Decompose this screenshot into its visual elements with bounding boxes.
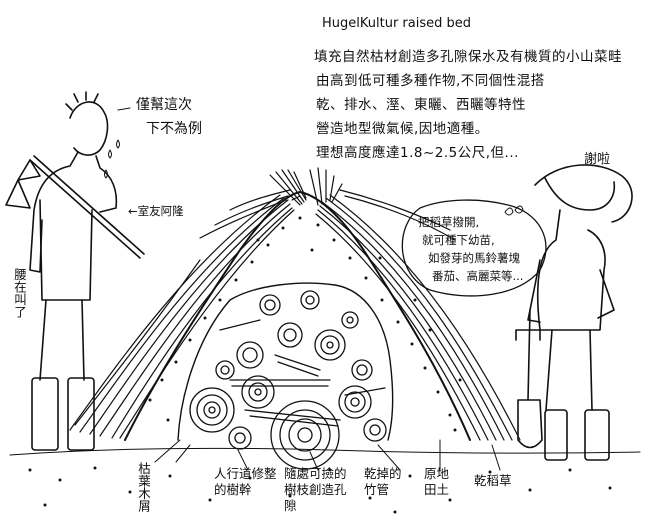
waist-note: 腰在叫了: [12, 268, 26, 348]
sweat-drops: [105, 140, 120, 178]
description-line-4: 營造地型微氣候,因地適種。: [316, 118, 489, 140]
description-line-1: 填充自然枯材創造多孔隙保水及有機質的小山菜畦: [314, 46, 622, 68]
bubble-line-3: 如發芽的馬鈴薯塊: [428, 250, 520, 266]
right-speech: 謝啦: [584, 148, 610, 167]
label-bamboo: 乾掉的竹管: [364, 466, 404, 498]
logs: [190, 291, 386, 469]
bubble-line-2: 就可種下幼苗,: [422, 232, 495, 248]
description-line-2: 由高到低可種多種作物,不同個性混搭: [316, 70, 545, 92]
roommate-label: ←室友阿隆: [128, 203, 184, 219]
label-soil: 原地田土: [424, 466, 454, 498]
label-branches: 隨處可撿的樹枝創造孔隙: [284, 466, 354, 514]
description-line-5: 理想高度應達1.8~2.5公尺,但...: [316, 142, 519, 164]
straw-bundle-top-right: [310, 168, 342, 205]
left-speech-mark: [118, 108, 130, 110]
description-line-3: 乾、排水、溼、東曬、西曬等特性: [316, 94, 526, 116]
label-straw: 乾稻草: [474, 470, 512, 489]
bubble-line-1: 把稻草撥開,: [418, 214, 479, 230]
diagram-title: HugelKultur raised bed: [322, 16, 471, 31]
label-trunks: 人行道修整的樹幹: [214, 466, 282, 498]
person-right: [516, 165, 632, 460]
left-speech-line-2: 下不為例: [146, 118, 202, 138]
label-leaves: 枯葉木屑: [136, 462, 150, 518]
bubble-line-4: 番茄、高麗菜等...: [432, 268, 523, 284]
left-speech-line-1: 僅幫這次: [136, 94, 192, 114]
